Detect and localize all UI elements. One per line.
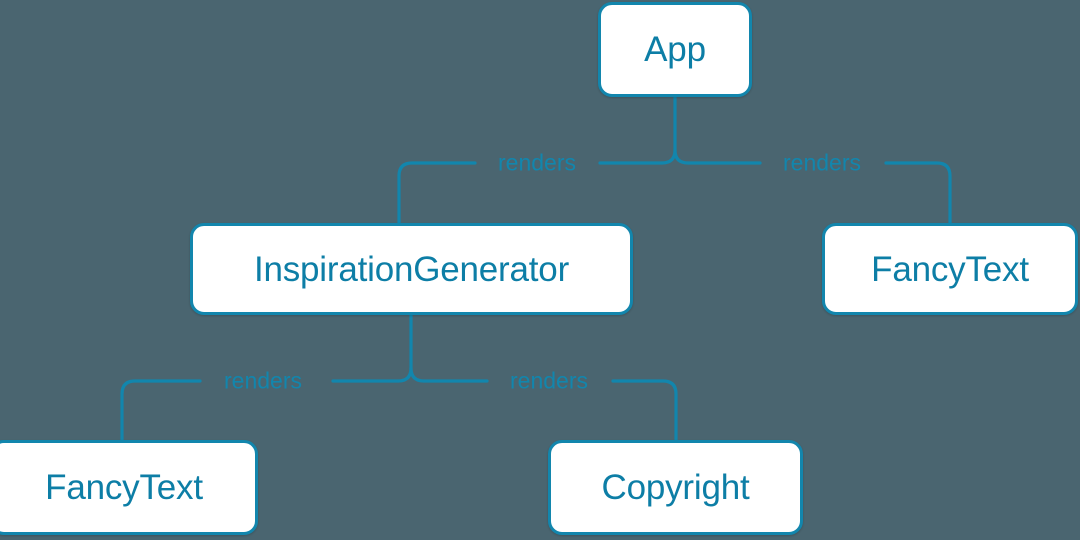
node-fancytext-bottom-left[interactable]: FancyText	[0, 440, 258, 535]
node-copyright-label: Copyright	[601, 468, 750, 507]
node-app[interactable]: App	[598, 2, 752, 97]
edge-app-to-fancytext-corner	[884, 161, 952, 225]
edge-label-inspirationgenerator-to-copyright: renders	[510, 367, 588, 394]
node-inspirationgenerator-label: InspirationGenerator	[253, 249, 570, 289]
edge-inspirationgenerator-stem	[396, 313, 413, 383]
node-inspirationgenerator[interactable]: InspirationGenerator	[190, 223, 633, 315]
edge-inspirationgenerator-to-fancytext-corner	[120, 379, 202, 442]
edge-label-app-to-inspirationgenerator: renders	[498, 149, 576, 176]
edge-inspirationgenerator-to-copyright-corner	[611, 379, 678, 442]
node-fancytext-right-label: FancyText	[871, 249, 1029, 289]
edge-label-inspirationgenerator-to-fancytext: renders	[224, 367, 302, 394]
edge-label-app-to-fancytext: renders	[783, 149, 861, 176]
node-app-label: App	[644, 30, 706, 69]
node-fancytext-bottom-left-label: FancyText	[45, 468, 203, 507]
edge-app-stem-right	[673, 148, 690, 165]
edge-app-stem	[660, 95, 677, 165]
node-fancytext-right[interactable]: FancyText	[822, 223, 1078, 315]
edge-app-to-inspirationgenerator-corner	[397, 161, 477, 225]
edge-inspirationgenerator-stem-right	[409, 366, 426, 383]
node-copyright[interactable]: Copyright	[548, 440, 803, 535]
